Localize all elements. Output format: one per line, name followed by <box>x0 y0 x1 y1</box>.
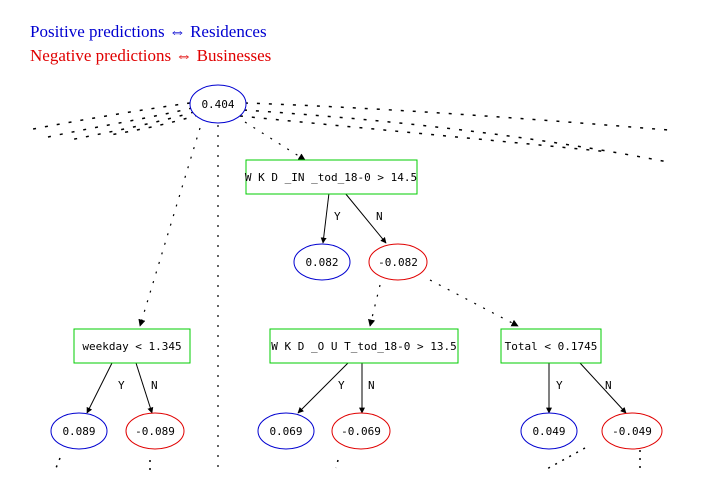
s2-yes-label: Y <box>118 379 125 392</box>
s4-no-edge <box>579 362 627 414</box>
edge-labels: Y N Y N Y N Y N <box>118 210 612 392</box>
leaf-l4y-value: 0.049 <box>532 425 565 438</box>
legend-positive-symbol: ⇔ <box>168 22 186 41</box>
leaf-node-l4n: -0.049 <box>601 412 663 450</box>
root-main-edges <box>138 121 519 468</box>
leaf-l1n-value: -0.082 <box>378 256 418 269</box>
s1-yes-label: Y <box>334 210 341 223</box>
split-node-s3: W K D _O U T_tod_18-0 > 13.5 <box>269 328 459 364</box>
split-s4-condition: Total < 0.1745 <box>505 340 598 353</box>
leaf-l4n-value: -0.049 <box>612 425 652 438</box>
s4-no-label: N <box>605 379 612 392</box>
leaf-node-l2y: 0.089 <box>50 412 108 450</box>
s3-yes-edge <box>297 362 349 414</box>
s2-no-edge <box>135 362 154 414</box>
leaf-l2n-value: -0.089 <box>135 425 175 438</box>
l1n-edge-s3 <box>368 284 381 327</box>
s4-yes-label: Y <box>556 379 563 392</box>
s1-yes-edge <box>320 192 330 244</box>
leaf-node-l4y: 0.049 <box>520 412 578 450</box>
split-node-s1: W K D _IN _tod_18-0 > 14.5 <box>245 159 418 195</box>
split-edges <box>86 192 627 414</box>
leaf-l3n-value: -0.069 <box>341 425 381 438</box>
leaf-node-l1y: 0.082 <box>293 243 351 281</box>
leaf-l3y-value: 0.069 <box>269 425 302 438</box>
leaf-node-l1n: -0.082 <box>368 243 428 281</box>
leaf-node-l2n: -0.089 <box>125 412 185 450</box>
root-edge-s1 <box>244 121 306 161</box>
s3-yes-label: Y <box>338 379 345 392</box>
split-node-s2: weekday < 1.345 <box>73 328 191 364</box>
legend-positive-label: Positive predictions <box>30 22 165 41</box>
root-fanout-edges <box>27 102 669 163</box>
split-s3-condition: W K D _O U T_tod_18-0 > 13.5 <box>271 340 456 353</box>
leaf-l2y-value: 0.089 <box>62 425 95 438</box>
leaf-stub-edges <box>55 447 641 471</box>
split-s2-condition: weekday < 1.345 <box>82 340 181 353</box>
split-s1-condition: W K D _IN _tod_18-0 > 14.5 <box>245 171 417 184</box>
s2-no-label: N <box>151 379 158 392</box>
s2-yes-edge <box>86 362 113 414</box>
legend-negative-label: Negative predictions <box>30 46 172 65</box>
split-node-s4: Total < 0.1745 <box>500 328 602 364</box>
legend-positive: Positive predictions ⇔ Residences <box>30 22 267 42</box>
s1-no-label: N <box>376 210 383 223</box>
root-node: 0.404 <box>189 84 247 124</box>
legend-negative-symbol: ⇔ <box>175 46 193 65</box>
legend-negative-meaning: Businesses <box>196 46 272 65</box>
root-edge-s2 <box>138 127 201 327</box>
leaf-node-l3y: 0.069 <box>257 412 315 450</box>
legend-positive-meaning: Residences <box>190 22 267 41</box>
leaf-l1y-value: 0.082 <box>305 256 338 269</box>
s1-no-edge <box>344 192 387 244</box>
l1n-edge-s4 <box>429 279 519 327</box>
root-value: 0.404 <box>201 98 234 111</box>
leaf-node-l3n: -0.069 <box>331 412 391 450</box>
s3-no-label: N <box>368 379 375 392</box>
legend-negative: Negative predictions ⇔ Businesses <box>30 46 271 66</box>
